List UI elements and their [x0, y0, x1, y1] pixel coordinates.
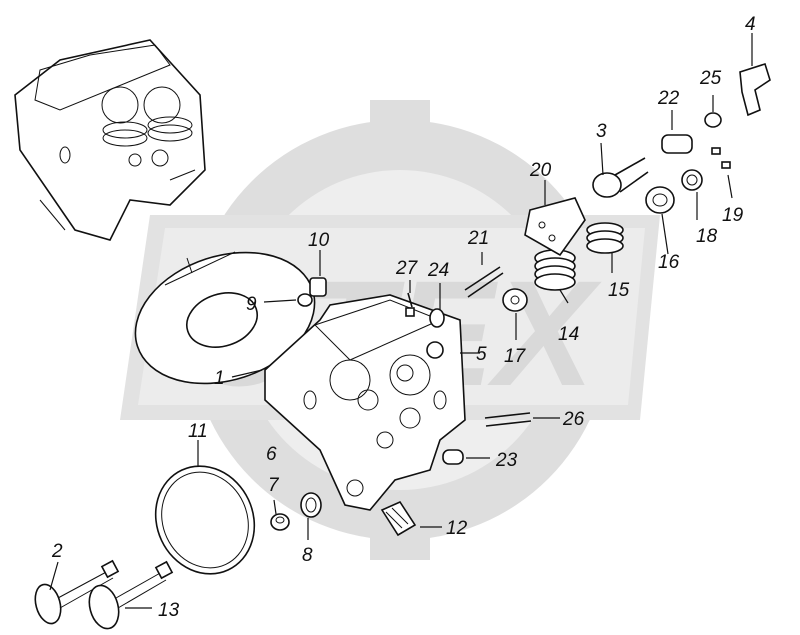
- callout-27: 27: [395, 258, 419, 279]
- spring-washer-17: [502, 288, 528, 312]
- exhaust-valve: [88, 560, 174, 630]
- cylinder-head-assembled: [14, 39, 206, 241]
- callout-25: 25: [699, 68, 722, 89]
- callout-8: 8: [302, 545, 313, 566]
- inner-spring-15: [586, 222, 624, 254]
- callout-1: 1: [214, 368, 225, 389]
- stud-21: [464, 266, 504, 298]
- washer: [300, 492, 322, 518]
- callout-9: 9: [246, 294, 257, 315]
- callout-14: 14: [558, 324, 579, 345]
- callout-23: 23: [495, 450, 518, 471]
- retainer-18: [681, 169, 703, 191]
- callout-12: 12: [446, 518, 468, 539]
- callout-5: 5: [476, 344, 487, 365]
- callout-16: 16: [658, 252, 680, 273]
- callout-20: 20: [529, 160, 552, 181]
- rocker-bracket-20: [524, 197, 586, 257]
- bushing-24: [429, 308, 445, 328]
- pin-27: [405, 292, 415, 317]
- callout-19: 19: [722, 205, 744, 226]
- nut-5: [426, 341, 444, 359]
- callout-13: 13: [158, 600, 180, 621]
- plug-9: [297, 293, 313, 307]
- callout-6: 6: [266, 444, 277, 465]
- callout-4: 4: [745, 14, 756, 35]
- plug-10: [309, 277, 327, 297]
- valve-stem-seal: [270, 513, 290, 531]
- callout-labels: 1 2 3 4 5 6 7 8 9 10 11 12 13 14 15 16 1…: [51, 14, 756, 621]
- callout-18: 18: [696, 226, 718, 247]
- callout-26: 26: [562, 409, 585, 430]
- keepers-19: [711, 147, 731, 169]
- valve-guide: [380, 500, 417, 537]
- rocker-arm-4: [739, 62, 771, 117]
- rocker-shaft-3: [592, 157, 649, 198]
- callout-21: 21: [467, 228, 489, 249]
- outer-spring-14: [534, 249, 576, 291]
- callout-24: 24: [427, 260, 449, 281]
- callout-11: 11: [188, 421, 208, 442]
- callout-7: 7: [268, 475, 280, 496]
- stud-26: [484, 412, 532, 427]
- callout-15: 15: [608, 280, 630, 301]
- spring-seat-16: [645, 186, 675, 214]
- seal-ring: [154, 465, 256, 575]
- callout-3: 3: [596, 121, 607, 142]
- callout-22: 22: [657, 88, 680, 109]
- cylinder-head: [264, 294, 466, 511]
- intake-valve: [34, 559, 120, 625]
- callout-2: 2: [51, 541, 63, 562]
- leader-lines: [49, 33, 753, 609]
- nut-25: [704, 112, 722, 128]
- head-gasket: [134, 251, 316, 385]
- plug-23: [442, 449, 464, 465]
- callout-17: 17: [504, 346, 527, 367]
- callout-10: 10: [308, 230, 330, 251]
- bushing-22: [661, 134, 693, 154]
